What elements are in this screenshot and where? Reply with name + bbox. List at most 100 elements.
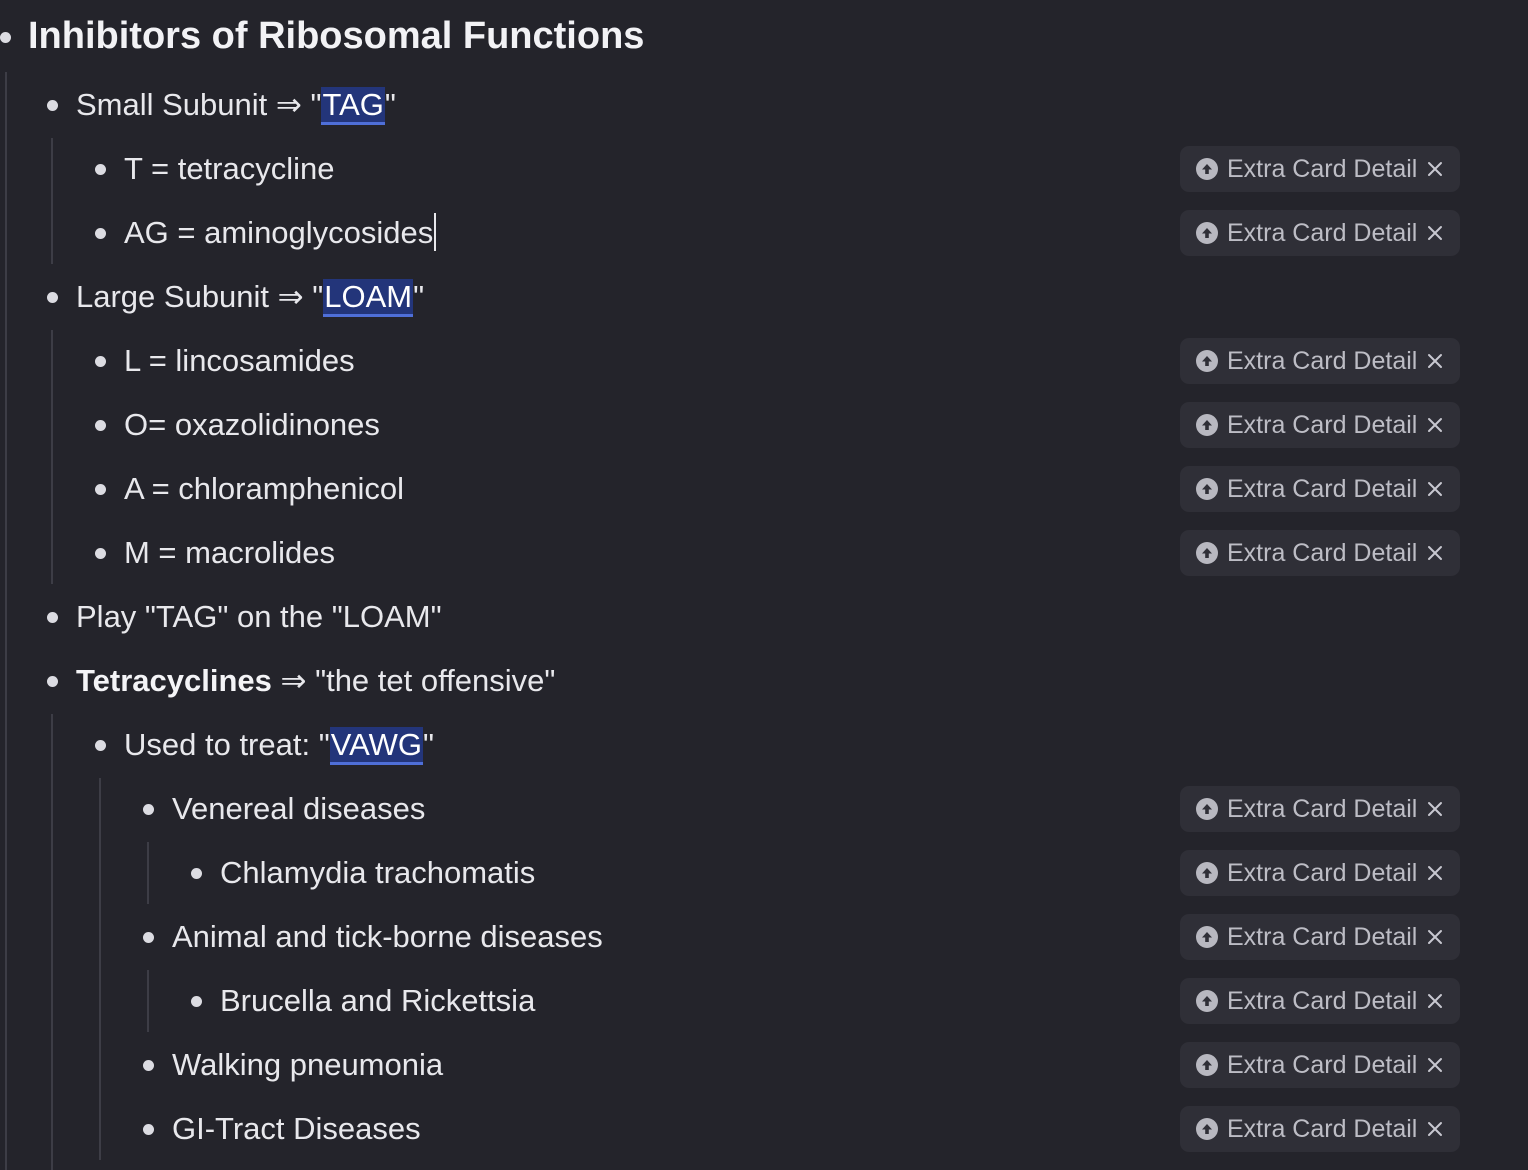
tag-label: Extra Card Detail xyxy=(1227,794,1418,823)
arrow-up-circle-icon[interactable] xyxy=(1196,798,1218,820)
outline-item[interactable]: A = chloramphenicol Extra Card Detail xyxy=(0,457,1528,521)
arrow-up-circle-icon[interactable] xyxy=(1196,1118,1218,1140)
close-icon[interactable] xyxy=(1424,350,1446,372)
outline-item-text[interactable]: Used to treat: "VAWG" xyxy=(124,725,434,765)
bullet-icon[interactable] xyxy=(95,420,106,431)
close-icon[interactable] xyxy=(1424,862,1446,884)
arrow-up-circle-icon[interactable] xyxy=(1196,862,1218,884)
arrow-up-circle-icon[interactable] xyxy=(1196,350,1218,372)
close-icon[interactable] xyxy=(1424,542,1446,564)
arrow-up-circle-icon[interactable] xyxy=(1196,158,1218,180)
extra-card-detail-tag[interactable]: Extra Card Detail xyxy=(1180,786,1460,832)
outline-item-text[interactable]: Play "TAG" on the "LOAM" xyxy=(76,599,442,634)
bullet-icon[interactable] xyxy=(95,228,106,239)
outline-item[interactable]: Large Subunit ⇒ "LOAM" xyxy=(0,265,1528,329)
extra-card-detail-tag[interactable]: Extra Card Detail xyxy=(1180,146,1460,192)
outline-item[interactable]: Venereal diseases Extra Card Detail xyxy=(0,777,1528,841)
bullet-icon[interactable] xyxy=(47,612,58,623)
text-part: Small Subunit ⇒ " xyxy=(76,87,322,122)
close-icon[interactable] xyxy=(1424,478,1446,500)
outline-item[interactable]: O= oxazolidinones Extra Card Detail xyxy=(0,393,1528,457)
close-icon[interactable] xyxy=(1424,1118,1446,1140)
arrow-up-circle-icon[interactable] xyxy=(1196,414,1218,436)
bullet-icon[interactable] xyxy=(95,356,106,367)
bullet-icon[interactable] xyxy=(191,868,202,879)
outline-item-title[interactable]: Inhibitors of Ribosomal Functions xyxy=(0,5,1528,69)
bullet-icon[interactable] xyxy=(0,32,11,43)
outline-item-text[interactable]: L = lincosamides xyxy=(124,343,355,378)
arrow-up-circle-icon[interactable] xyxy=(1196,990,1218,1012)
bullet-icon[interactable] xyxy=(47,292,58,303)
extra-card-detail-tag[interactable]: Extra Card Detail xyxy=(1180,914,1460,960)
extra-card-detail-tag[interactable]: Extra Card Detail xyxy=(1180,850,1460,896)
outline-item[interactable]: Chlamydia trachomatis Extra Card Detail xyxy=(0,841,1528,905)
outline-item[interactable]: Tetracyclines ⇒ "the tet offensive" xyxy=(0,649,1528,713)
extra-card-detail-tag[interactable]: Extra Card Detail xyxy=(1180,402,1460,448)
outline-item-text[interactable]: Walking pneumonia xyxy=(172,1047,444,1082)
extra-card-detail-tag[interactable]: Extra Card Detail xyxy=(1180,1106,1460,1152)
text-cursor xyxy=(434,213,437,251)
text-part: AG = aminoglycosides xyxy=(124,215,434,250)
extra-card-detail-tag[interactable]: Extra Card Detail xyxy=(1180,210,1460,256)
close-icon[interactable] xyxy=(1424,990,1446,1012)
bullet-icon[interactable] xyxy=(143,804,154,815)
outline-item-text[interactable]: Chlamydia trachomatis xyxy=(220,855,536,890)
arrow-up-circle-icon[interactable] xyxy=(1196,926,1218,948)
bullet-icon[interactable] xyxy=(95,484,106,495)
page-title[interactable]: Inhibitors of Ribosomal Functions xyxy=(28,15,645,57)
outline-item[interactable]: L = lincosamides Extra Card Detail xyxy=(0,329,1528,393)
arrow-up-circle-icon[interactable] xyxy=(1196,222,1218,244)
arrow-up-circle-icon[interactable] xyxy=(1196,542,1218,564)
outline-item-text[interactable]: A = chloramphenicol xyxy=(124,471,405,506)
outline-item-text[interactable]: Venereal diseases xyxy=(172,791,426,826)
outline-item[interactable]: Used to treat: "VAWG" xyxy=(0,713,1528,777)
extra-card-detail-tag[interactable]: Extra Card Detail xyxy=(1180,466,1460,512)
arrow-up-circle-icon[interactable] xyxy=(1196,478,1218,500)
highlighted-cloze[interactable]: TAG xyxy=(321,87,385,125)
outline-item-text[interactable]: M = macrolides xyxy=(124,535,336,570)
highlighted-cloze[interactable]: VAWG xyxy=(329,727,423,765)
bullet-icon[interactable] xyxy=(143,1060,154,1071)
close-icon[interactable] xyxy=(1424,926,1446,948)
highlighted-cloze[interactable]: LOAM xyxy=(323,279,414,317)
bullet-icon[interactable] xyxy=(47,676,58,687)
arrow-up-circle-icon[interactable] xyxy=(1196,1054,1218,1076)
outline-item-text[interactable]: AG = aminoglycosides xyxy=(124,213,437,253)
outline-item[interactable]: M = macrolides Extra Card Detail xyxy=(0,521,1528,585)
bold-text: Tetracyclines xyxy=(76,663,272,698)
outline-item[interactable]: Walking pneumonia Extra Card Detail xyxy=(0,1033,1528,1097)
close-icon[interactable] xyxy=(1424,414,1446,436)
tag-label: Extra Card Detail xyxy=(1227,986,1418,1015)
outline-item[interactable]: Play "TAG" on the "LOAM" xyxy=(0,585,1528,649)
outline-item-text[interactable]: Large Subunit ⇒ "LOAM" xyxy=(76,277,424,317)
bullet-icon[interactable] xyxy=(143,1124,154,1135)
outline-item[interactable]: Animal and tick-borne diseases Extra Car… xyxy=(0,905,1528,969)
extra-card-detail-tag[interactable]: Extra Card Detail xyxy=(1180,978,1460,1024)
bullet-icon[interactable] xyxy=(191,996,202,1007)
outline-item-text[interactable]: Animal and tick-borne diseases xyxy=(172,919,603,954)
outline-item-text[interactable]: Small Subunit ⇒ "TAG" xyxy=(76,85,396,125)
outline-item[interactable]: Small Subunit ⇒ "TAG" xyxy=(0,73,1528,137)
outline-item-text[interactable]: Brucella and Rickettsia xyxy=(220,983,536,1018)
bullet-icon[interactable] xyxy=(95,740,106,751)
extra-card-detail-tag[interactable]: Extra Card Detail xyxy=(1180,530,1460,576)
close-icon[interactable] xyxy=(1424,1054,1446,1076)
bullet-icon[interactable] xyxy=(143,932,154,943)
extra-card-detail-tag[interactable]: Extra Card Detail xyxy=(1180,1042,1460,1088)
bullet-icon[interactable] xyxy=(47,100,58,111)
outline-item[interactable]: AG = aminoglycosides Extra Card Detail xyxy=(0,201,1528,265)
close-icon[interactable] xyxy=(1424,222,1446,244)
outline-item-text[interactable]: GI-Tract Diseases xyxy=(172,1111,421,1146)
outline-item[interactable]: Brucella and Rickettsia Extra Card Detai… xyxy=(0,969,1528,1033)
outline-item-text[interactable]: T = tetracycline xyxy=(124,151,335,186)
bullet-icon[interactable] xyxy=(95,164,106,175)
outline-item[interactable]: T = tetracycline Extra Card Detail xyxy=(0,137,1528,201)
outline-item[interactable]: GI-Tract Diseases Extra Card Detail xyxy=(0,1097,1528,1161)
close-icon[interactable] xyxy=(1424,798,1446,820)
bullet-icon[interactable] xyxy=(95,548,106,559)
extra-card-detail-tag[interactable]: Extra Card Detail xyxy=(1180,338,1460,384)
tag-label: Extra Card Detail xyxy=(1227,1050,1418,1079)
outline-item-text[interactable]: Tetracyclines ⇒ "the tet offensive" xyxy=(76,661,555,701)
outline-item-text[interactable]: O= oxazolidinones xyxy=(124,407,380,442)
close-icon[interactable] xyxy=(1424,158,1446,180)
